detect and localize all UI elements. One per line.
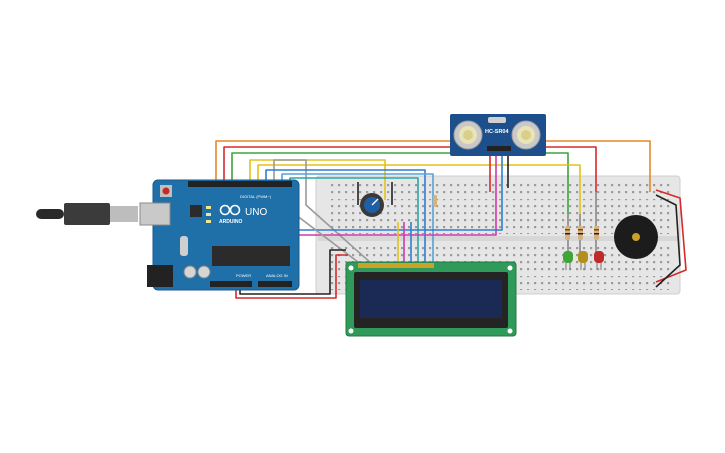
lcd-pin-header[interactable]: [358, 263, 434, 268]
usb-chip: [190, 205, 202, 217]
wire-green[interactable]: [231, 152, 569, 214]
atmega-chip: [212, 246, 290, 266]
wire-blue-2[interactable]: [281, 173, 434, 268]
leds: [563, 251, 604, 270]
sensor-transducer-left: [453, 120, 483, 150]
sensor-crystal: [488, 117, 506, 123]
lcd-mount-hole: [507, 328, 513, 334]
piezo-buzzer[interactable]: [614, 215, 658, 259]
breadboard-top-rail: [328, 181, 670, 195]
resistor-lcd[interactable]: [433, 195, 437, 207]
breadboard-top-terminals: [328, 199, 670, 234]
usb-port[interactable]: [139, 202, 171, 226]
resistor-red[interactable]: [594, 226, 599, 240]
crystal: [180, 236, 188, 256]
lcd-mount-hole: [348, 328, 354, 334]
wire-rail-red[interactable]: [655, 189, 687, 283]
lcd-screen: [360, 280, 502, 318]
wire-power-black[interactable]: [239, 249, 346, 295]
lcd-display[interactable]: [345, 261, 517, 337]
green-led[interactable]: [563, 251, 573, 270]
wires: [215, 140, 687, 299]
ultrasonic-sensor[interactable]: HC-SR04: [450, 114, 546, 156]
arduino-logo-icon: [219, 204, 241, 216]
red-led[interactable]: [594, 251, 604, 270]
resistors: [433, 195, 599, 240]
sensor-transducer-right: [511, 120, 541, 150]
yellow-led[interactable]: [578, 251, 588, 270]
wire-orange[interactable]: [215, 140, 651, 192]
wire-blue[interactable]: [265, 169, 426, 268]
lcd-mount-hole: [507, 265, 513, 271]
usb-plug: [64, 203, 110, 225]
analog-header[interactable]: [258, 281, 292, 287]
resistor-yellow[interactable]: [578, 226, 583, 240]
wire-rail-black[interactable]: [655, 194, 681, 288]
capacitor: [197, 265, 211, 279]
wire-gray[interactable]: [273, 159, 373, 265]
usb-cable: [36, 209, 64, 219]
arduino-uno[interactable]: ARDUINO UNO DIGITAL (PWM~) POWER ANALOG …: [36, 179, 300, 291]
wire-yellow-2[interactable]: [257, 164, 581, 214]
power-header[interactable]: [210, 281, 252, 287]
potentiometer[interactable]: [360, 193, 384, 217]
wire-sensor-echo[interactable]: [240, 155, 503, 231]
wire-yellow[interactable]: [249, 159, 386, 200]
digital-header[interactable]: [188, 181, 292, 187]
wire-red[interactable]: [223, 146, 597, 192]
arduino-brand-label: ARDUINO: [219, 219, 242, 225]
wire-power-red[interactable]: [235, 254, 348, 299]
resistor-green[interactable]: [565, 226, 570, 240]
analog-label: ANALOG IN: [266, 273, 288, 278]
capacitor: [183, 265, 197, 279]
digital-label: DIGITAL (PWM~): [240, 194, 272, 199]
sensor-label: HC-SR04: [485, 129, 509, 135]
breadboard-channel: [318, 236, 678, 241]
power-label: POWER: [236, 273, 251, 278]
sensor-pins[interactable]: [487, 146, 511, 151]
lcd-mount-hole: [348, 265, 354, 271]
arduino-model-label: UNO: [245, 207, 267, 218]
power-jack[interactable]: [147, 265, 173, 287]
